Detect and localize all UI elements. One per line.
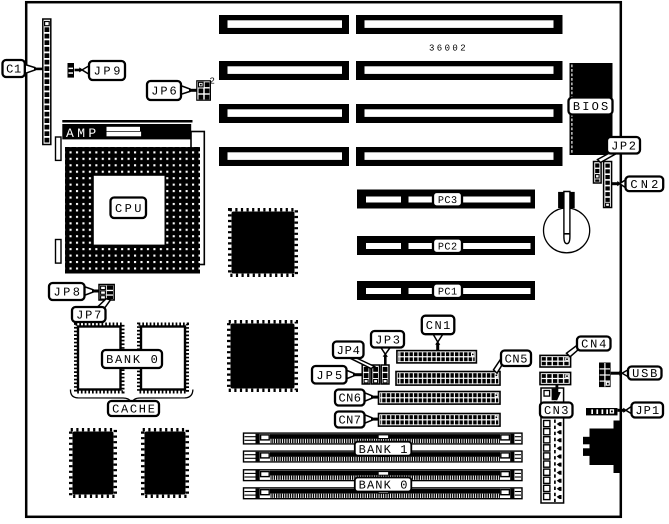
svg-text:CN6: CN6 — [338, 392, 361, 406]
svg-text:BANK 0: BANK 0 — [359, 479, 409, 493]
svg-text:JP5: JP5 — [316, 369, 344, 383]
svg-text:JP1: JP1 — [635, 404, 660, 418]
svg-text:PC3: PC3 — [438, 196, 458, 207]
svg-text:AMP: AMP — [66, 126, 100, 141]
svg-text:JP3: JP3 — [375, 333, 402, 347]
svg-text:CN4: CN4 — [581, 338, 608, 352]
svg-text:JP4: JP4 — [337, 344, 361, 358]
svg-text:CN3: CN3 — [544, 404, 570, 418]
svg-text:JP6: JP6 — [151, 85, 179, 99]
svg-text:CN1: CN1 — [426, 319, 452, 333]
svg-text:CPU: CPU — [115, 202, 144, 216]
svg-text:CACHE: CACHE — [112, 403, 157, 417]
svg-text:PC2: PC2 — [438, 242, 458, 253]
svg-text:BANK 1: BANK 1 — [359, 443, 409, 457]
svg-text:BIOS: BIOS — [573, 100, 611, 114]
svg-text:JP2: JP2 — [611, 139, 638, 153]
svg-text:36002: 36002 — [429, 43, 468, 53]
svg-text:CN7: CN7 — [338, 414, 361, 428]
svg-text:C1: C1 — [6, 63, 22, 77]
svg-text:2: 2 — [210, 77, 215, 87]
svg-text:JP8: JP8 — [53, 286, 82, 300]
svg-text:PC1: PC1 — [438, 287, 458, 298]
svg-text:USB: USB — [632, 367, 659, 381]
svg-text:JP9: JP9 — [94, 65, 124, 79]
svg-text:JP7: JP7 — [76, 309, 103, 323]
svg-text:BANK 0: BANK 0 — [106, 353, 160, 367]
svg-text:CN5: CN5 — [505, 352, 529, 366]
svg-text:CN2: CN2 — [630, 178, 661, 192]
